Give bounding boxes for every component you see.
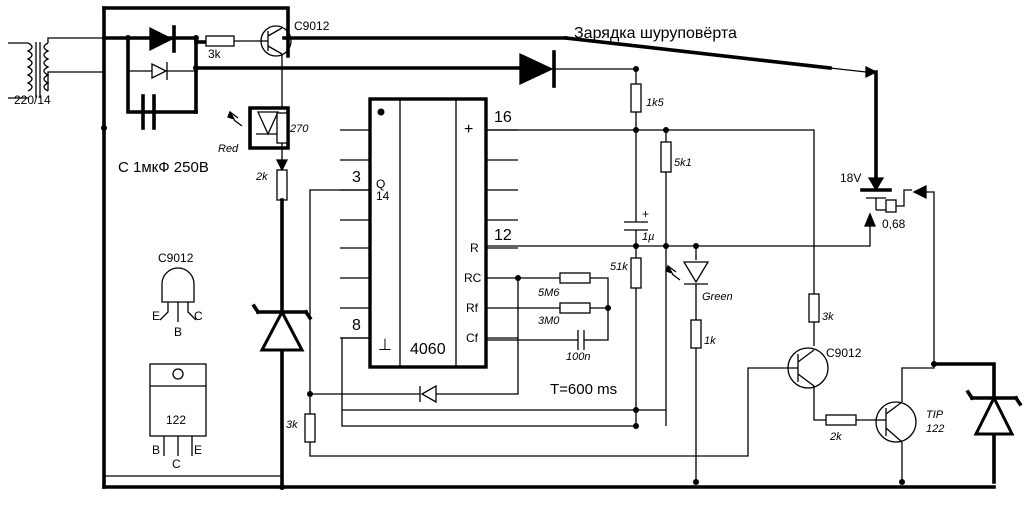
capacitor-1u-label: 1µ: [642, 231, 654, 243]
resistor-1k: [690, 319, 702, 349]
resistor-2k-bottom: [825, 414, 857, 426]
zener-diode-right: [931, 361, 1023, 484]
resistor-3m0: [559, 302, 591, 314]
transformer: 220/14: [8, 37, 106, 107]
pinout-c9012: C9012 E B C: [152, 251, 203, 339]
period-label: T=600 ms: [550, 381, 617, 398]
chip-pin-q-num: 14: [376, 189, 390, 203]
resistor-1k5-label: 1k5: [646, 97, 665, 109]
resistor-top-label: 3k: [208, 47, 222, 61]
green-led-branch: Green 1k: [665, 246, 733, 482]
transformer-rating: 220/14: [14, 93, 51, 107]
resistor-270-label: 270: [289, 123, 309, 135]
chip-pin12: 12: [494, 227, 512, 244]
capacitor-100n-label: 100n: [566, 351, 590, 363]
resistor-51k-label: 51k: [610, 261, 628, 273]
pinout-122-name: 122: [166, 413, 186, 427]
q3-num: 122: [926, 423, 944, 435]
resistor-3m0-label: 3M0: [538, 315, 560, 327]
transistor-q2: [787, 347, 829, 389]
resistor-3k-right: [808, 293, 820, 323]
pinout-c9012-b: B: [174, 325, 182, 339]
chip-name: 4060: [410, 341, 446, 358]
pinout-tip122: 122 B C E: [149, 363, 207, 471]
q3-name: TIP: [926, 409, 944, 421]
resistor-3k-left-label: 3k: [286, 419, 298, 431]
chip-pin-q: Q: [376, 177, 385, 191]
battery-voltage: 18V: [840, 171, 861, 185]
pinout-122-e: E: [194, 443, 202, 457]
capacitor-label: C 1мкФ 250В: [118, 159, 209, 176]
chip-pin16: 16: [494, 109, 512, 126]
resistor-3k-left: [304, 413, 316, 443]
pinout-c9012-name: C9012: [158, 251, 194, 265]
resistor-1k5: [630, 83, 642, 113]
resistor-51k: [630, 257, 642, 289]
shunt-value: 0,68: [882, 217, 906, 231]
chip-plus: +: [464, 121, 473, 138]
resistor-top: [205, 35, 235, 47]
resistor-270: [276, 112, 288, 144]
chip-pin-r: R: [470, 241, 479, 255]
charge-output-line: Зарядка шуруповёрта: [194, 25, 885, 192]
capacitor-plus: +: [642, 207, 649, 221]
chip-pin3: 3: [352, 169, 361, 186]
zener-diode-left: [251, 303, 313, 352]
resistor-2k-bottom-label: 2k: [829, 431, 842, 443]
pinout-c9012-e: E: [152, 309, 160, 323]
schematic-title: Зарядка шуруповёрта: [574, 25, 737, 42]
resistor-5k1-label: 5k1: [674, 157, 692, 169]
led-red-label: Red: [218, 143, 239, 155]
led-green-label: Green: [702, 291, 733, 303]
chip-pin-rf: Rf: [466, 301, 479, 315]
resistor-1k-label: 1k: [704, 335, 716, 347]
resistor-shunt: [885, 199, 897, 213]
resistor-2k-left: [276, 169, 288, 201]
chip-pin8: 8: [352, 317, 361, 334]
resistor-5m6: [559, 272, 591, 284]
transistor-q3: [875, 401, 917, 443]
right-bias-network: 1k5 5k1 + 1µ 51k: [342, 69, 876, 429]
pinout-c9012-c: C: [194, 309, 203, 323]
q1-label: C9012: [294, 19, 330, 33]
transistor-q3-stage: TIP 122: [875, 184, 944, 482]
chip-pin-cf: Cf: [466, 331, 479, 345]
battery-pack: 18V 0,68: [840, 171, 912, 231]
resistor-2k-left-label: 2k: [255, 171, 268, 183]
pinout-122-b: B: [152, 443, 160, 457]
chip-pin-rc: RC: [464, 271, 482, 285]
top-transistor-stage: 3k C9012: [194, 19, 568, 108]
chip-ground: ⊥: [378, 337, 392, 354]
resistor-5m6-label: 5M6: [538, 287, 560, 299]
transistor-q2-stage: 3k C9012 2k: [787, 293, 878, 443]
pinout-122-c: C: [172, 457, 181, 471]
resistor-5k1: [660, 141, 672, 173]
rectifier-bridge: C 1мкФ 250В: [101, 6, 290, 489]
resistor-3k-right-label: 3k: [822, 311, 834, 323]
timing-network: 5M6 3M0 100n T=600 ms 3k: [286, 189, 794, 457]
q2-label: C9012: [826, 346, 862, 360]
ground-rail: [102, 475, 996, 490]
chip-4060: 16 12 3 8 + ⊥ Q 14 R RC Rf Cf 4060: [340, 97, 518, 369]
